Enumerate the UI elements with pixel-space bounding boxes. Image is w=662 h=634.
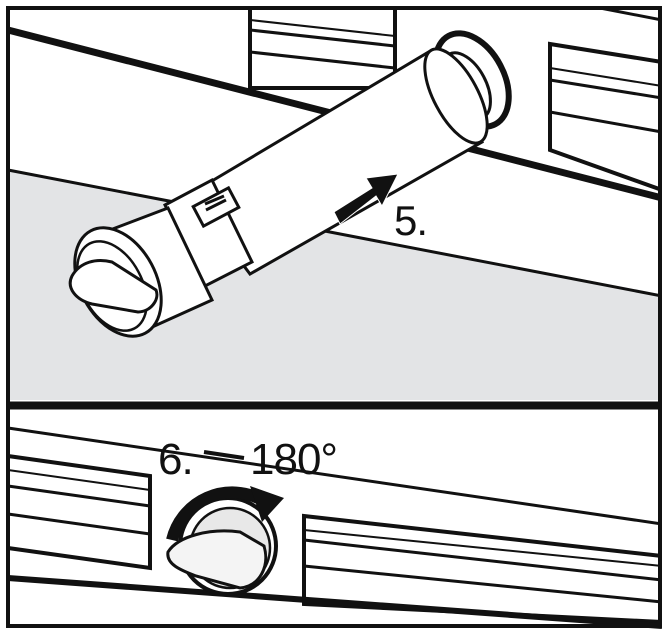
step-six-label: 6. [158,435,194,484]
vent-bottom-right [302,513,662,625]
vent-top-right [548,41,662,193]
vent-bottom-left [6,453,152,571]
insert-arrow-icon [333,173,399,225]
outer-frame [6,6,662,628]
top-panel [7,6,662,400]
vent-top-center [248,6,397,90]
rotate-arrow-icon [166,486,284,542]
knob-front [166,496,278,596]
step-five-label: 5. [394,197,428,244]
nozzle-tube [68,30,512,338]
rotation-angle-label: 180° [250,435,338,484]
